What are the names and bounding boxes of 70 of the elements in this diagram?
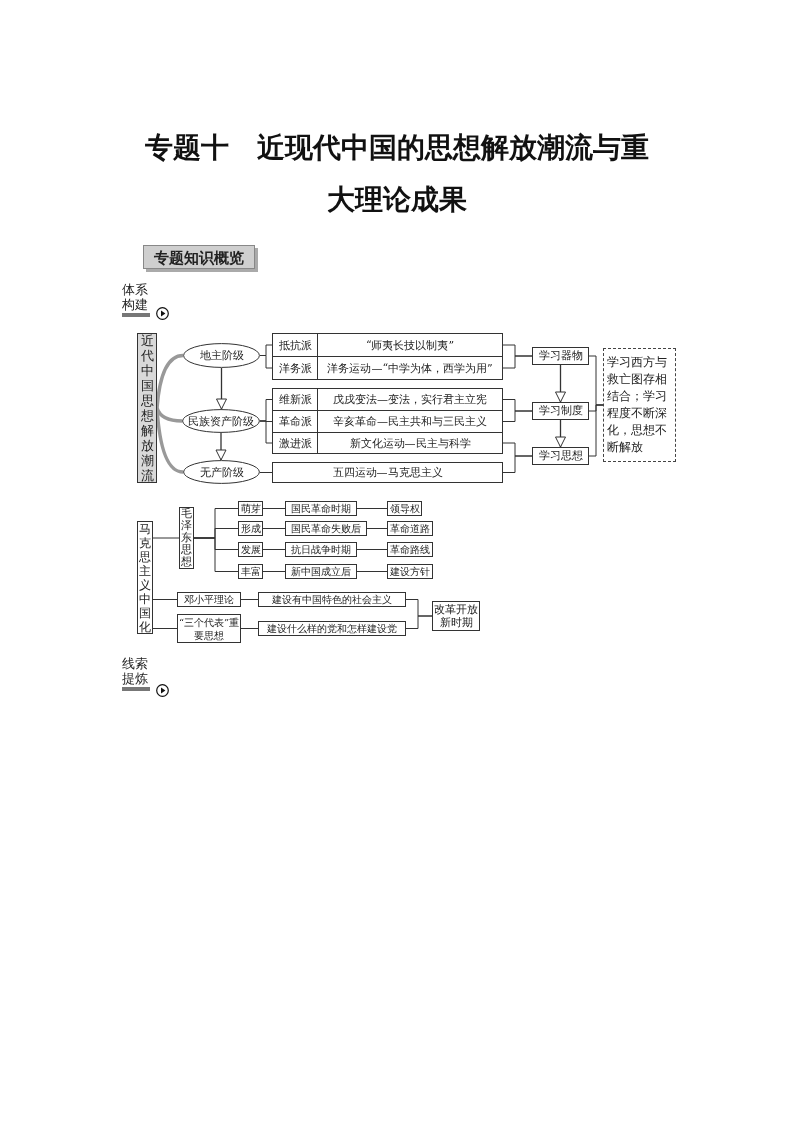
table-row bbox=[272, 410, 503, 433]
dashed-note-box: 学习西方与救亡图存相结合；学习程度不断深化，思想不断解放 bbox=[603, 348, 676, 462]
connector-line bbox=[259, 420, 273, 444]
text-box: 萌芽 bbox=[238, 501, 263, 516]
text-box: 革命路线 bbox=[387, 542, 433, 557]
vertical-text-box: 近代中国思想解放潮流 bbox=[137, 333, 157, 483]
table-row bbox=[272, 388, 503, 411]
text-box: 学习器物 bbox=[532, 347, 589, 365]
text-box: 丰富 bbox=[238, 564, 263, 579]
connector-line bbox=[152, 628, 178, 629]
section-banner: 专题知识概览 bbox=[143, 245, 255, 269]
connector-line bbox=[502, 455, 533, 473]
row-text: 洋务运动—“中学为体，西学为用” bbox=[326, 360, 494, 377]
vertical-text-box: 马克思主义中国化 bbox=[137, 521, 153, 634]
text-box: 建设方针 bbox=[387, 564, 433, 579]
text-box: 邓小平理论 bbox=[177, 592, 241, 607]
oval-node: 地主阶级 bbox=[183, 343, 260, 368]
connector-line bbox=[405, 615, 433, 629]
vertical-text-box: 毛泽东思想 bbox=[179, 507, 194, 569]
curved-branch bbox=[155, 353, 184, 409]
hollow-arrow bbox=[216, 367, 227, 410]
connector-line bbox=[193, 537, 239, 572]
page-title: 专题十 近现代中国的思想解放潮流与重大理论成果 bbox=[144, 130, 650, 218]
oval-node: 无产阶级 bbox=[183, 460, 260, 484]
text-box: 国民革命失败后 bbox=[285, 521, 367, 536]
row-text: 新文化运动—民主与科学 bbox=[348, 435, 472, 452]
row-label: 洋务派 bbox=[273, 357, 318, 379]
connector-line bbox=[356, 508, 388, 509]
connector-line bbox=[366, 528, 388, 529]
connector-line bbox=[152, 599, 178, 600]
connector-line bbox=[502, 410, 533, 422]
connector-line bbox=[240, 628, 259, 629]
table-row bbox=[272, 333, 503, 357]
text-box: 新中国成立后 bbox=[285, 564, 357, 579]
text-box: 国民革命时期 bbox=[285, 501, 357, 516]
connector-line bbox=[262, 549, 286, 550]
row-text: 戊戌变法—变法，实行君主立宪 bbox=[332, 392, 488, 408]
connector-line bbox=[262, 508, 286, 509]
connector-line bbox=[356, 571, 388, 572]
hollow-arrow bbox=[555, 364, 566, 403]
connector-line bbox=[502, 355, 533, 369]
row-text: “师夷长技以制夷” bbox=[364, 337, 456, 354]
hollow-arrow bbox=[555, 419, 566, 448]
text-box: 形成 bbox=[238, 521, 263, 536]
text-box: 改革开放新时期 bbox=[432, 601, 480, 631]
connector-line bbox=[262, 528, 286, 529]
connector-line bbox=[262, 571, 286, 572]
connector-line bbox=[240, 599, 259, 600]
row-label: 激进派 bbox=[273, 433, 318, 453]
section-label: 线索提炼 bbox=[122, 656, 150, 691]
text-box: 领导权 bbox=[387, 501, 422, 516]
connector-line bbox=[152, 537, 180, 539]
text-box: 建设什么样的党和怎样建设党 bbox=[258, 621, 406, 636]
row-text: 辛亥革命—民主共和与三民主义 bbox=[332, 414, 488, 430]
text-box: 五四运动—马克思主义 bbox=[272, 462, 503, 483]
hollow-arrow bbox=[215, 432, 227, 461]
table-row bbox=[272, 356, 503, 380]
connector-line bbox=[259, 472, 273, 473]
text-box: 学习制度 bbox=[532, 402, 589, 420]
text-box: 建设有中国特色的社会主义 bbox=[258, 592, 406, 607]
section-label: 体系构建 bbox=[122, 282, 150, 317]
text-box: 发展 bbox=[238, 542, 263, 557]
connector-line bbox=[588, 404, 604, 457]
text-box: “三个代表”重要思想 bbox=[177, 614, 241, 643]
text-box: 学习思想 bbox=[532, 447, 589, 465]
table-row bbox=[272, 432, 503, 454]
text-box: 革命道路 bbox=[387, 521, 433, 536]
connector-line bbox=[356, 549, 388, 550]
oval-node: 民族资产阶级 bbox=[182, 409, 260, 433]
text-box: 抗日战争时期 bbox=[285, 542, 357, 557]
